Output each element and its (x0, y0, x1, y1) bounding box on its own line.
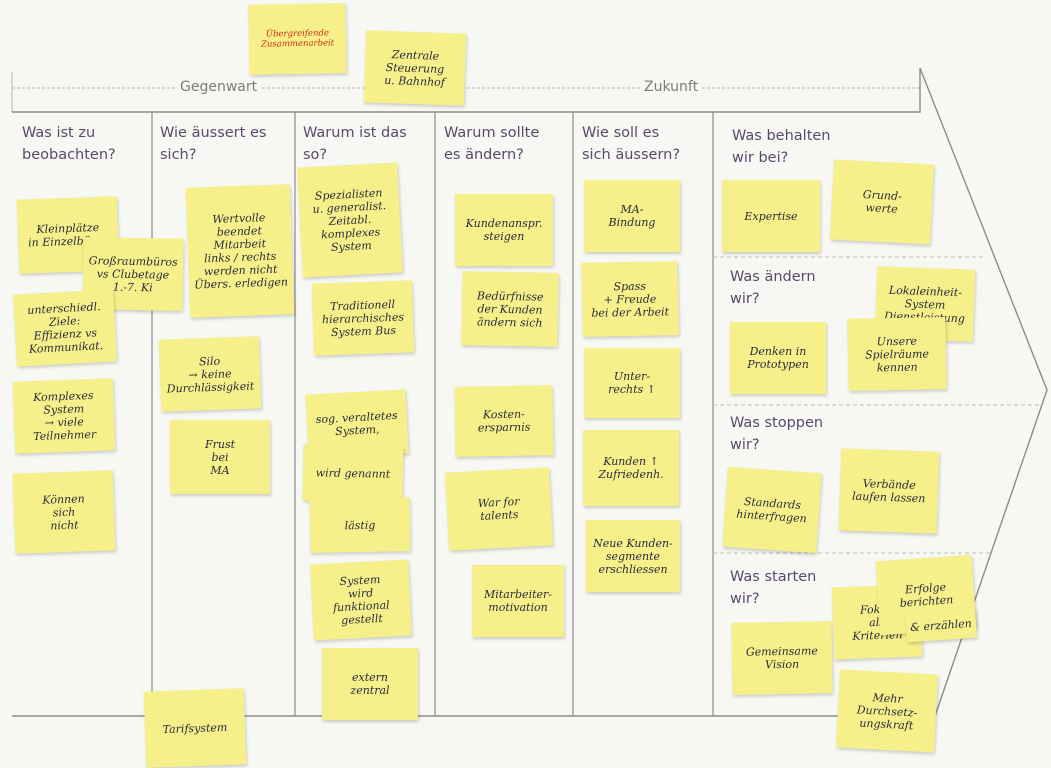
sticky-note: Silo → keine Durchlässigkeit (158, 336, 262, 412)
sticky-note: MA- Bindung (584, 180, 680, 252)
sticky-note: Zentrale Steuerung u. Bahnhof (363, 30, 467, 106)
sticky-note: War for talents (445, 467, 553, 551)
sticky-note: Kunden ↑ Zufriedenh. (583, 430, 679, 506)
section-heading-start: Was starten wir? (730, 569, 817, 607)
timeline-present-label: Gegenwart (176, 79, 262, 95)
sticky-note: Standards hinterfragen (722, 466, 822, 554)
section-heading-stop: Was stoppen wir? (730, 415, 824, 453)
sticky-note: Können sich nicht (12, 470, 116, 554)
sticky-note: Wertvolle beendet Mitarbeit links / rech… (185, 184, 295, 318)
sticky-note: System wird funktional gestellt (310, 559, 412, 641)
column-heading-observe: Was ist zu beobachten? (22, 125, 116, 163)
timeline-future-label: Zukunft (640, 79, 703, 95)
sticky-note: Traditionell hierarchisches System Bus (311, 280, 415, 356)
sticky-note: Expertise (722, 180, 820, 252)
sticky-note: Kosten- ersparnis (454, 385, 554, 457)
sticky-note: Grund- werte (829, 159, 935, 245)
sticky-note: Denken in Prototypen (730, 322, 826, 394)
arrow-outline (12, 67, 1048, 717)
column-heading-why: Warum ist das so? (303, 125, 407, 163)
sticky-note: Neue Kunden- segmente erschliessen (586, 520, 680, 592)
sticky-note: Unsere Spielräume kennen (847, 317, 947, 391)
sticky-note: Verbände laufen lassen (838, 448, 940, 534)
sticky-note: Frust bei MA (170, 420, 270, 494)
sticky-note: Unter- rechts ↑ (584, 348, 680, 418)
sticky-note: Tarifsystem (143, 688, 247, 768)
column-heading-how-should: Wie soll es sich äussern? (582, 125, 681, 163)
section-heading-change: Was ändern wir? (730, 269, 816, 307)
sticky-note: Bedürfnisse der Kunden ändern sich (461, 271, 559, 347)
column-heading-manifest: Wie äussert es sich? (160, 125, 267, 163)
sticky-note: Übergreifende Zusammenarbeit (248, 3, 347, 75)
sticky-note: extern zentral (322, 648, 418, 720)
sticky-note: Spass + Freude bei der Arbeit (581, 261, 679, 337)
sticky-note: unterschiedl. Ziele: Effizienz vs Kommun… (13, 289, 117, 367)
sticky-note: Komplexes System → viele Teilnehmer (12, 378, 116, 454)
column-heading-why-change: Warum sollte es ändern? (444, 125, 540, 163)
sticky-note: Kundenanspr. steigen (455, 194, 553, 266)
sticky-note: Gemeinsame Vision (731, 621, 833, 695)
sticky-note: wird genannt (302, 444, 404, 502)
section-heading-keep: Was behalten wir bei? (732, 128, 831, 166)
sticky-note: Mitarbeiter- motivation (472, 565, 564, 637)
sticky-note: lästig (309, 497, 411, 553)
sticky-note: Spezialisten u. generalist. Zeitabl. kom… (297, 162, 403, 278)
sticky-note: & erzählen (905, 607, 977, 643)
sticky-note: Mehr Durchsetz- ungskraft (836, 669, 938, 753)
